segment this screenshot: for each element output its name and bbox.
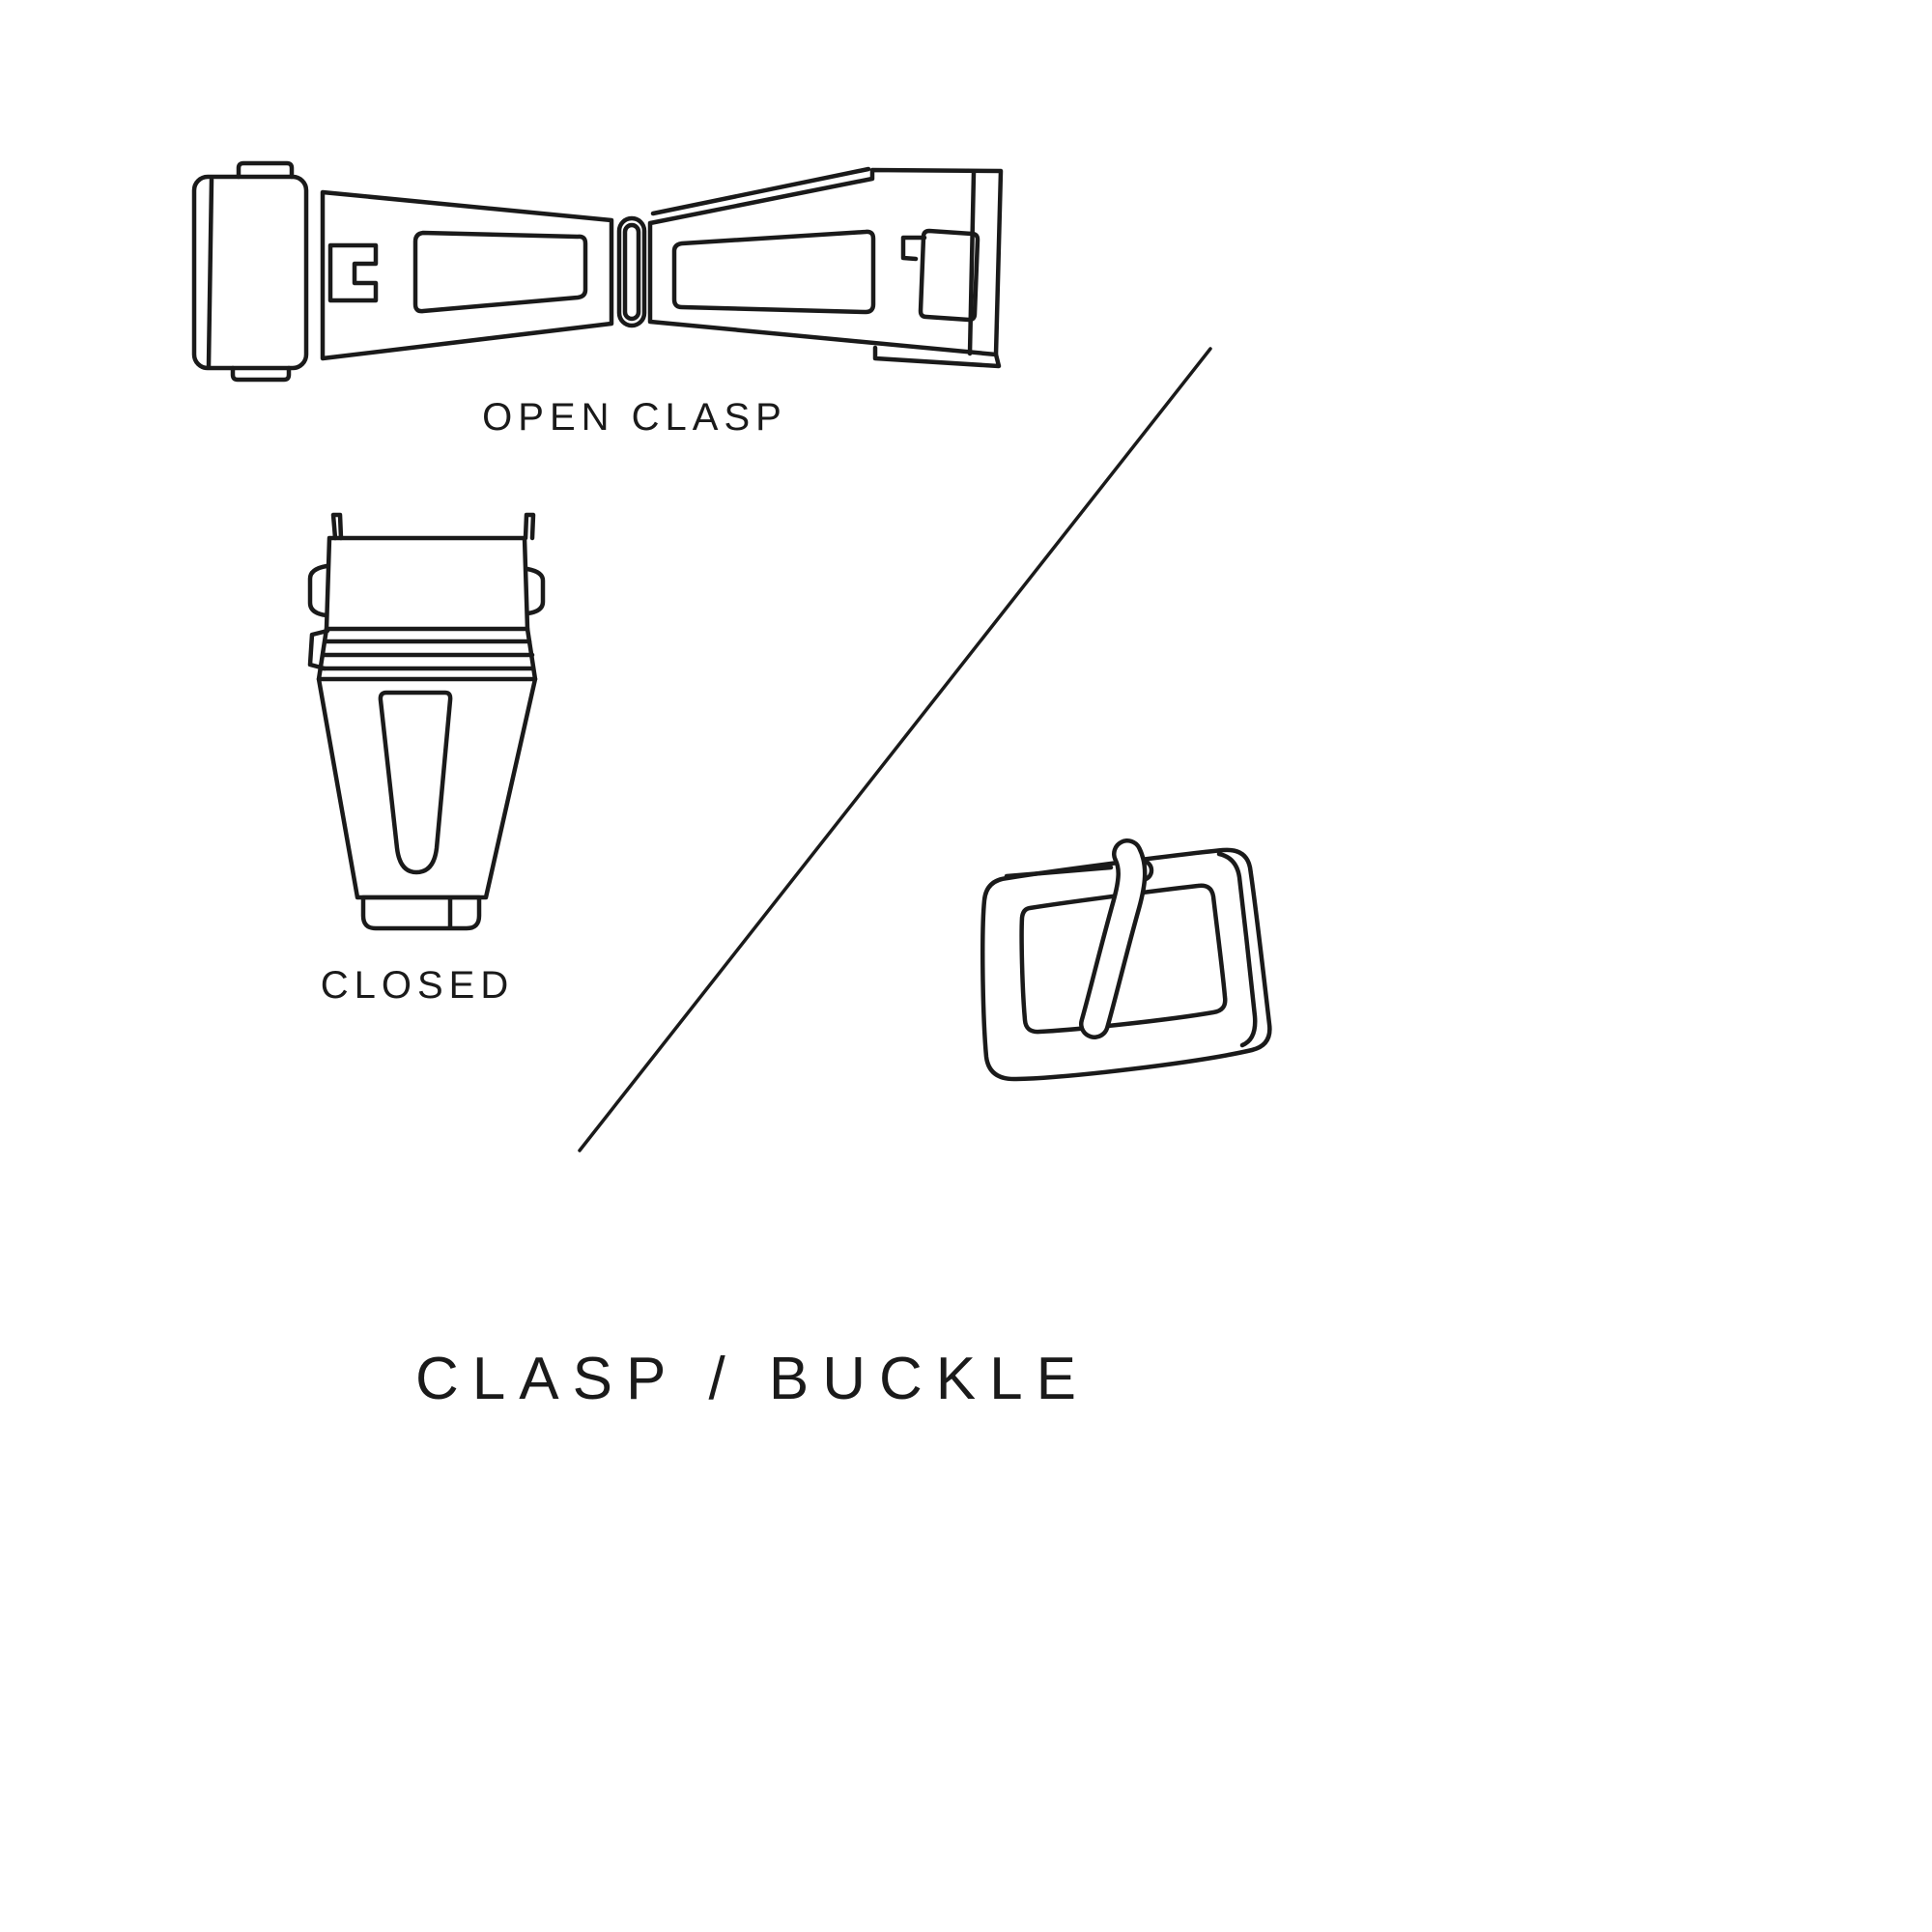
buckle-pin xyxy=(1004,865,1114,879)
buckle-tang-fill xyxy=(1083,842,1143,1036)
buckle-frame xyxy=(980,847,1272,1082)
clasp-slot-notch xyxy=(900,235,927,262)
closed-clasp-drawing xyxy=(307,512,546,931)
tang-buckle-drawing xyxy=(980,838,1272,1082)
open-clasp-drawing xyxy=(191,160,1004,383)
clasp-left-cap xyxy=(191,160,309,383)
clasp-left-blade xyxy=(320,189,614,361)
diagonal-divider-line xyxy=(578,347,1212,1152)
closed-label: CLOSED xyxy=(320,964,515,1007)
clasp-slot xyxy=(918,228,980,323)
open-clasp-label: OPEN CLASP xyxy=(482,396,787,439)
page-title: CLASP / BUCKLE xyxy=(415,1346,1090,1412)
clasp-hinge xyxy=(616,215,647,328)
clasp-right-blade xyxy=(647,166,1004,369)
